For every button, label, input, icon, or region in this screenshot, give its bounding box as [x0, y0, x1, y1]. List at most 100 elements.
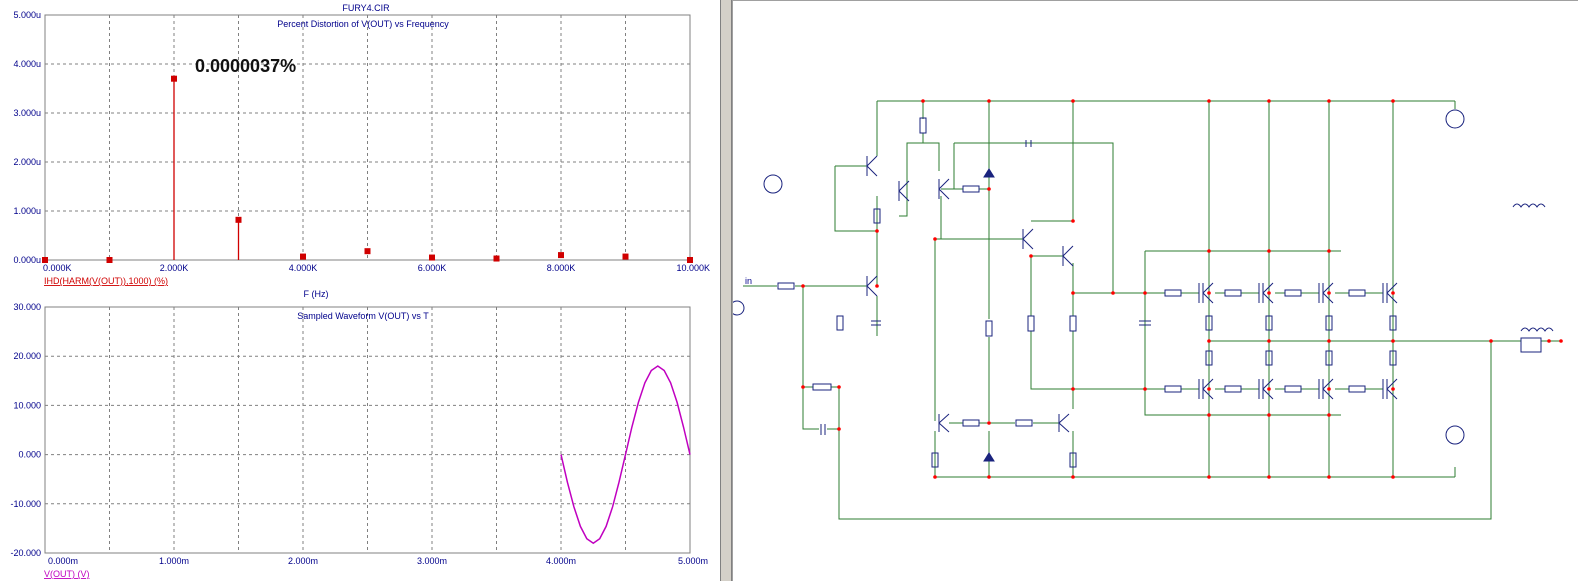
schematic-wires: [743, 100, 1561, 520]
junction-dot: [1327, 413, 1331, 417]
harmonic-marker: [171, 75, 177, 82]
junction-dot: [987, 99, 991, 103]
distortion-annotation[interactable]: 0.0000037%: [195, 56, 296, 76]
schematic-pane[interactable]: in: [729, 0, 1578, 581]
distortion-plot-x-title: F (Hz): [304, 289, 329, 299]
y-tick-label: 5.000u: [13, 10, 41, 20]
x-tick-label: 4.000K: [289, 263, 318, 273]
junction-dot: [1267, 249, 1271, 253]
junction-dot: [1489, 339, 1493, 343]
junction-dot: [1547, 339, 1551, 343]
distortion-plot[interactable]: Percent Distortion of V(OUT) vs Frequenc…: [13, 10, 710, 299]
junction-dot: [1391, 387, 1395, 391]
distortion-plot-grid: [45, 15, 690, 260]
y-tick-label: 1.000u: [13, 206, 41, 216]
junction-dot: [1327, 339, 1331, 343]
junction-dot: [1327, 387, 1331, 391]
schematic-diodes: [983, 168, 995, 462]
junction-dot: [1391, 291, 1395, 295]
junction-dot: [1071, 219, 1075, 223]
junction-dot: [801, 385, 805, 389]
harmonic-marker: [42, 257, 48, 263]
junction-dot: [1207, 387, 1211, 391]
y-tick-label: -10.000: [10, 499, 41, 509]
junction-dot: [1267, 475, 1271, 479]
junction-dot: [1143, 387, 1147, 391]
junction-dot: [987, 421, 991, 425]
junction-dot: [1207, 475, 1211, 479]
junction-dot: [1391, 339, 1395, 343]
waveform-plot-title: Sampled Waveform V(OUT) vs T: [297, 311, 429, 321]
junction-dot: [933, 237, 937, 241]
waveform-series-line: [560, 365, 691, 545]
x-tick-label: 3.000m: [417, 556, 447, 566]
analysis-plots: FURY4.CIR Percent Distortion of V(OUT) v…: [10, 3, 710, 579]
harmonic-marker: [429, 254, 435, 261]
y-tick-label: 10.000: [13, 400, 41, 410]
file-title: FURY4.CIR: [342, 3, 390, 13]
junction-dot: [1327, 99, 1331, 103]
split-divider[interactable]: [720, 0, 732, 581]
harmonic-marker: [235, 216, 242, 223]
x-tick-label: 6.000K: [418, 263, 447, 273]
analysis-plot-pane: FURY4.CIR Percent Distortion of V(OUT) v…: [0, 0, 720, 581]
junction-dot: [1327, 249, 1331, 253]
y-tick-label: 0.000: [18, 450, 41, 460]
y-tick-label: -20.000: [10, 548, 41, 558]
x-tick-label: 2.000K: [160, 263, 189, 273]
junction-dot: [1327, 291, 1331, 295]
y-tick-label: 3.000u: [13, 108, 41, 118]
junction-dot: [875, 284, 879, 288]
waveform-plot[interactable]: Sampled Waveform V(OUT) vs T -20.000 -10.…: [10, 302, 708, 579]
junction-dot: [1071, 387, 1075, 391]
schematic-components: [729, 109, 1554, 468]
schematic-canvas: in: [729, 99, 1563, 520]
junction-dot: [1267, 339, 1271, 343]
junction-dot: [987, 187, 991, 191]
waveform-plot-grid: [45, 307, 690, 553]
junction-dot: [1071, 291, 1075, 295]
junction-dot: [1207, 339, 1211, 343]
harmonic-marker: [106, 257, 113, 263]
junction-dot: [1267, 413, 1271, 417]
x-tick-label: 10.000K: [676, 263, 710, 273]
junction-dot: [1029, 254, 1033, 258]
junction-dot: [1391, 99, 1395, 103]
junction-dot: [1071, 475, 1075, 479]
harmonic-marker: [300, 253, 306, 260]
junction-dot: [921, 99, 925, 103]
harmonic-marker: [687, 257, 693, 263]
junction-dot: [1267, 387, 1271, 391]
distortion-plot-title: Percent Distortion of V(OUT) vs Frequenc…: [277, 19, 449, 29]
junction-dot: [837, 385, 841, 389]
distortion-plot-legend[interactable]: IHD(HARM(V(OUT)),1000) (%): [44, 276, 168, 286]
harmonic-marker: [558, 252, 564, 259]
harmonic-marker: [364, 248, 371, 255]
junction-dot: [875, 229, 879, 233]
y-tick-label: 30.000: [13, 302, 41, 312]
junction-dot: [1143, 291, 1147, 295]
schematic-input-label: in: [745, 276, 752, 286]
y-tick-label: 4.000u: [13, 59, 41, 69]
junction-dot: [987, 475, 991, 479]
junction-dot: [801, 284, 805, 288]
junction-dot: [1391, 475, 1395, 479]
junction-dot: [1071, 99, 1075, 103]
junction-dot: [1111, 291, 1115, 295]
x-tick-label: 5.000m: [678, 556, 708, 566]
x-tick-label: 2.000m: [288, 556, 318, 566]
x-tick-label: 0.000K: [43, 263, 72, 273]
y-tick-label: 2.000u: [13, 157, 41, 167]
junction-dot: [1267, 99, 1271, 103]
x-tick-label: 1.000m: [159, 556, 189, 566]
schematic-nodes: [801, 99, 1563, 479]
distortion-plot-marks: [42, 75, 693, 263]
waveform-plot-legend[interactable]: V(OUT) (V): [44, 569, 90, 579]
junction-dot: [1207, 413, 1211, 417]
junction-dot: [1207, 249, 1211, 253]
x-tick-label: 4.000m: [546, 556, 576, 566]
junction-dot: [1559, 339, 1563, 343]
harmonic-marker: [493, 255, 500, 262]
